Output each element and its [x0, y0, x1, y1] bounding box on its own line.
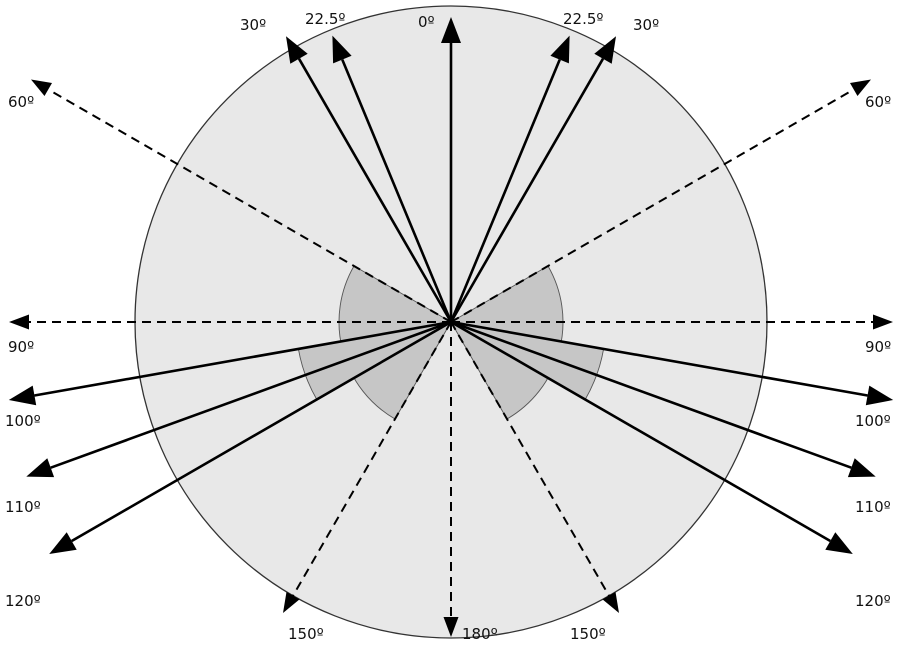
direction-rays: [8, 17, 894, 637]
ray--60: [31, 79, 452, 323]
ray--150: [283, 321, 452, 613]
arrowhead-icon: [865, 385, 894, 406]
ray-180: [443, 322, 459, 637]
ray-150: [450, 321, 619, 613]
arrowhead-icon: [847, 458, 876, 478]
ray-line--110: [50, 320, 452, 469]
ray-line--22.5: [341, 59, 453, 323]
label-100-left: 100º: [5, 412, 41, 430]
arrowhead-icon: [9, 314, 29, 330]
arrowhead-icon: [31, 79, 52, 96]
label-90-right: 90º: [865, 338, 891, 356]
label-60-left: 60º: [8, 93, 34, 111]
ray--22.5: [332, 35, 453, 323]
ray--110: [26, 320, 452, 478]
arrowhead-icon: [286, 36, 308, 64]
ray-line-30: [449, 58, 605, 323]
ray-line-120: [450, 320, 831, 543]
ray-line-100: [450, 320, 868, 397]
label-0: 0º: [418, 13, 435, 31]
label-150-left: 150º: [288, 625, 324, 643]
label-22-left: 22.5º: [305, 10, 345, 28]
arrowhead-icon: [26, 458, 55, 478]
arrowhead-icon: [8, 385, 37, 406]
arrowhead-icon: [443, 617, 459, 637]
arrowhead-icon: [49, 532, 77, 554]
ray-line-60: [450, 88, 855, 323]
ray-line--150: [292, 321, 452, 597]
ray-120: [450, 320, 853, 554]
arrowhead-icon: [602, 591, 619, 613]
arrowhead-icon: [283, 591, 300, 613]
ray--100: [8, 320, 452, 406]
ray-line--30: [297, 58, 453, 323]
label-30-left: 30º: [240, 16, 266, 34]
arrowhead-icon: [850, 79, 871, 96]
ray--30: [286, 36, 453, 323]
arrowhead-icon: [594, 36, 616, 64]
ray-100: [450, 320, 894, 406]
arrowhead-icon: [550, 35, 570, 64]
ray-22.5: [449, 35, 570, 323]
arrowhead-icon: [332, 35, 352, 64]
label-180: 180º: [462, 625, 498, 643]
label-22-right: 22.5º: [563, 10, 603, 28]
label-90-left: 90º: [8, 338, 34, 356]
ray-90: [451, 314, 893, 330]
ray-line--120: [71, 320, 452, 543]
label-110-right: 110º: [855, 498, 891, 516]
ray--120: [49, 320, 452, 554]
ray-line-22.5: [449, 59, 561, 323]
ray-110: [450, 320, 876, 478]
arrowhead-icon: [825, 532, 853, 554]
label-30-right: 30º: [633, 16, 659, 34]
ray-line-110: [450, 320, 852, 469]
label-120-left: 120º: [5, 592, 41, 610]
label-150-right: 150º: [570, 625, 606, 643]
arrowhead-icon: [441, 17, 461, 43]
label-120-right: 120º: [855, 592, 891, 610]
arrowhead-icon: [873, 314, 893, 330]
ray--90: [9, 314, 451, 330]
ray-0: [441, 17, 461, 322]
label-60-right: 60º: [865, 93, 891, 111]
ray-line--60: [47, 88, 452, 323]
ray-60: [450, 79, 871, 323]
ray-30: [449, 36, 616, 323]
label-110-left: 110º: [5, 498, 41, 516]
ray-line-150: [450, 321, 610, 597]
ray-line--100: [34, 320, 452, 397]
label-100-right: 100º: [855, 412, 891, 430]
